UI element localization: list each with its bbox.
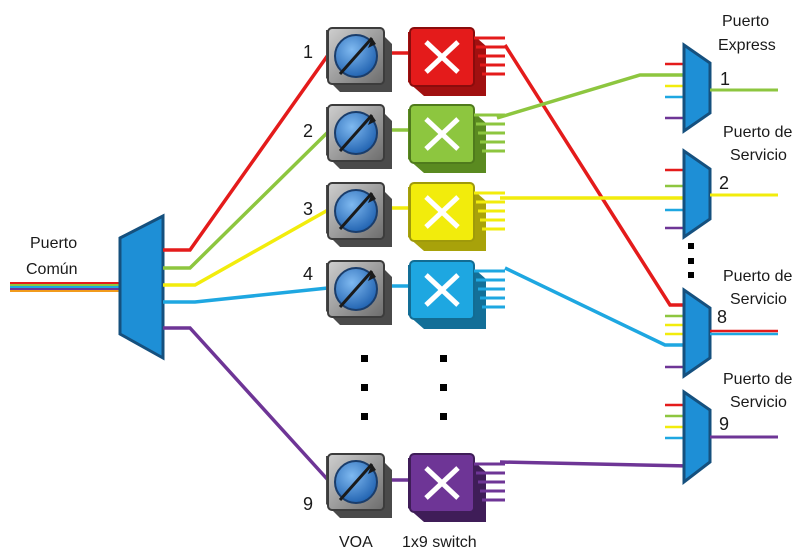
port-2-label-1: Puerto de [723, 124, 792, 141]
voa-channel-9 [326, 453, 392, 518]
port-number-8: 8 [717, 307, 727, 327]
port-8-label-1: Puerto de [723, 268, 792, 285]
output-mux-9 [665, 389, 778, 486]
output-ellipsis [688, 243, 694, 278]
voa-channel-1 [326, 27, 392, 92]
port-number-9: 9 [719, 414, 729, 434]
port-number-2: 2 [719, 173, 729, 193]
switch-ellipsis [440, 355, 447, 420]
port-2-label-2: Servicio [730, 147, 787, 164]
output-mux-2 [665, 148, 778, 240]
channel-number-3: 3 [303, 199, 313, 219]
voa-channel-4 [326, 260, 392, 325]
switch-channel-1 [408, 27, 505, 96]
port-9-label-2: Servicio [730, 394, 787, 411]
common-port-label-2: Común [26, 261, 78, 278]
common-fiber [10, 282, 122, 292]
common-demux [118, 213, 165, 361]
channel-number-1: 1 [303, 42, 313, 62]
voa-channel-2 [326, 104, 392, 169]
channel-number-2: 2 [303, 121, 313, 141]
port-number-1: 1 [720, 69, 730, 89]
switch-label: 1x9 switch [402, 534, 477, 551]
switch-output-routes [496, 44, 691, 468]
voa-label: VOA [339, 534, 373, 551]
switch-channel-4 [408, 260, 505, 329]
channel-number-9: 9 [303, 494, 313, 514]
common-port-label-1: Puerto [30, 235, 77, 252]
switch-channel-9 [408, 453, 505, 522]
voa-to-switch-links [388, 51, 410, 482]
voa-channel-3 [326, 182, 392, 247]
switch-channel-2 [408, 104, 505, 173]
switch-channel-3 [408, 182, 505, 251]
port-1-label-1: Puerto [722, 13, 769, 30]
voa-ellipsis [361, 355, 368, 420]
port-1-label-2: Express [718, 37, 776, 54]
demux-to-voa-fibers [163, 53, 330, 482]
port-8-label-2: Servicio [730, 291, 787, 308]
output-mux-8 [665, 287, 778, 379]
channel-number-4: 4 [303, 264, 313, 284]
output-mux-1 [665, 42, 778, 134]
port-9-label-1: Puerto de [723, 371, 792, 388]
